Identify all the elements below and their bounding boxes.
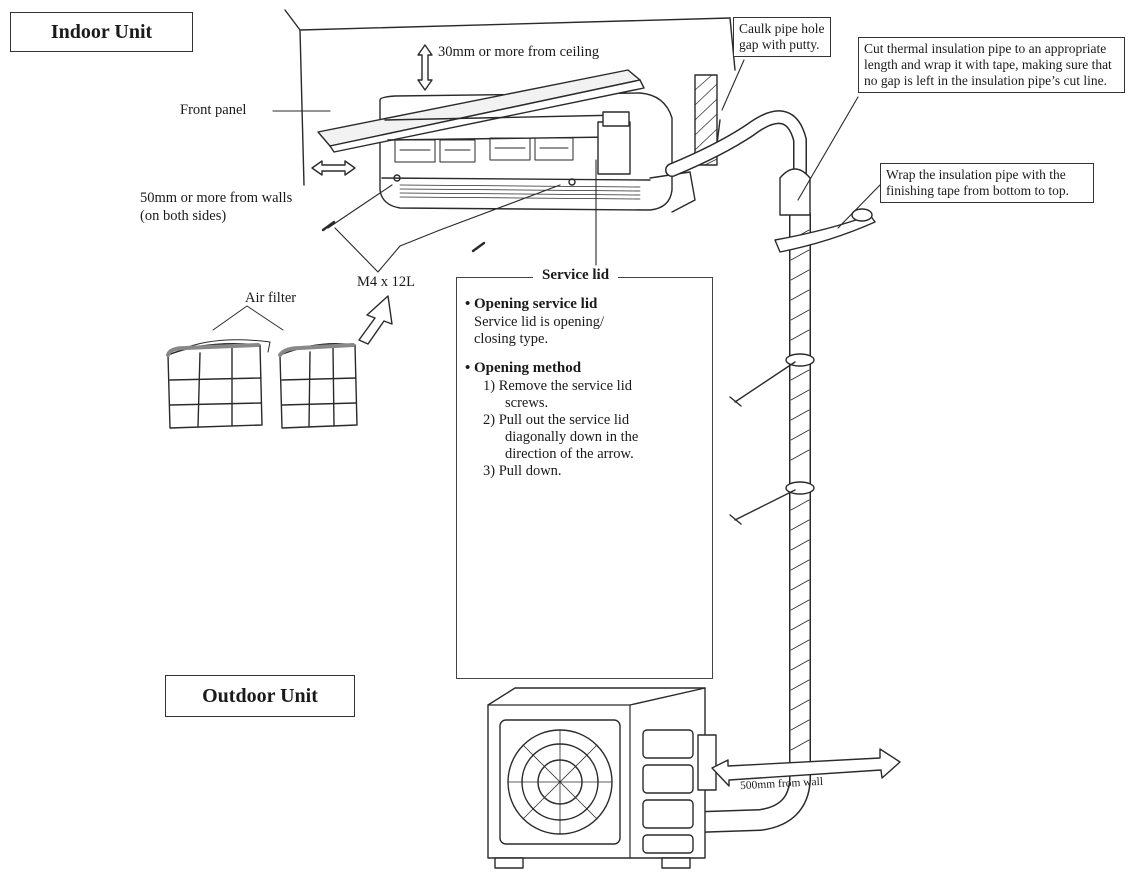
indoor-unit [317, 69, 696, 213]
step-2-line-1: 2) Pull out the service lid [483, 412, 630, 428]
leader-lines [272, 59, 881, 273]
ceiling-clearance-arrow [417, 44, 433, 91]
piping [665, 110, 876, 833]
opening-line-2: closing type. [474, 331, 549, 347]
opening-service-lid-heading: • Opening service lid [465, 296, 598, 312]
step-1-line-1: 1) Remove the service lid [483, 378, 632, 394]
wall-clearance-label: 50mm or more from walls [140, 190, 293, 206]
step-3: 3) Pull down. [483, 463, 562, 479]
service-lid-title: Service lid [533, 267, 619, 284]
step-2-line-3: direction of the arrow. [505, 446, 634, 462]
screw-size-label: M4 x 12L [357, 274, 415, 290]
air-filter-right [278, 343, 358, 429]
air-filter-arrow [212, 295, 393, 345]
wrap-tape-callout: Wrap the insulation pipe with the finish… [880, 163, 1094, 203]
air-filter-label: Air filter [245, 290, 297, 306]
outdoor-clearance-arrow [711, 748, 901, 787]
air-filter-left [166, 339, 271, 429]
step-2-line-2: diagonally down in the [505, 429, 639, 445]
indoor-unit-title: Indoor Unit [10, 12, 193, 52]
step-1-line-2: screws. [505, 395, 549, 411]
wall-clearance-arrow [311, 160, 356, 176]
opening-method-heading: • Opening method [465, 360, 582, 376]
screws [321, 220, 486, 253]
outdoor-unit [487, 687, 717, 869]
outdoor-unit-title: Outdoor Unit [165, 675, 355, 717]
front-panel-label: Front panel [180, 102, 247, 118]
caulk-callout: Caulk pipe hole gap with putty. [733, 17, 831, 57]
ceiling-clearance-label: 30mm or more from ceiling [438, 44, 600, 60]
service-lid-panel: Service lid • Opening service lid Servic… [456, 267, 713, 679]
wall-clearance-sublabel: (on both sides) [140, 208, 227, 224]
wall-hole [694, 74, 718, 166]
opening-line-1: Service lid is opening/ [474, 314, 605, 330]
cut-insulation-callout: Cut thermal insulation pipe to an approp… [858, 37, 1125, 93]
